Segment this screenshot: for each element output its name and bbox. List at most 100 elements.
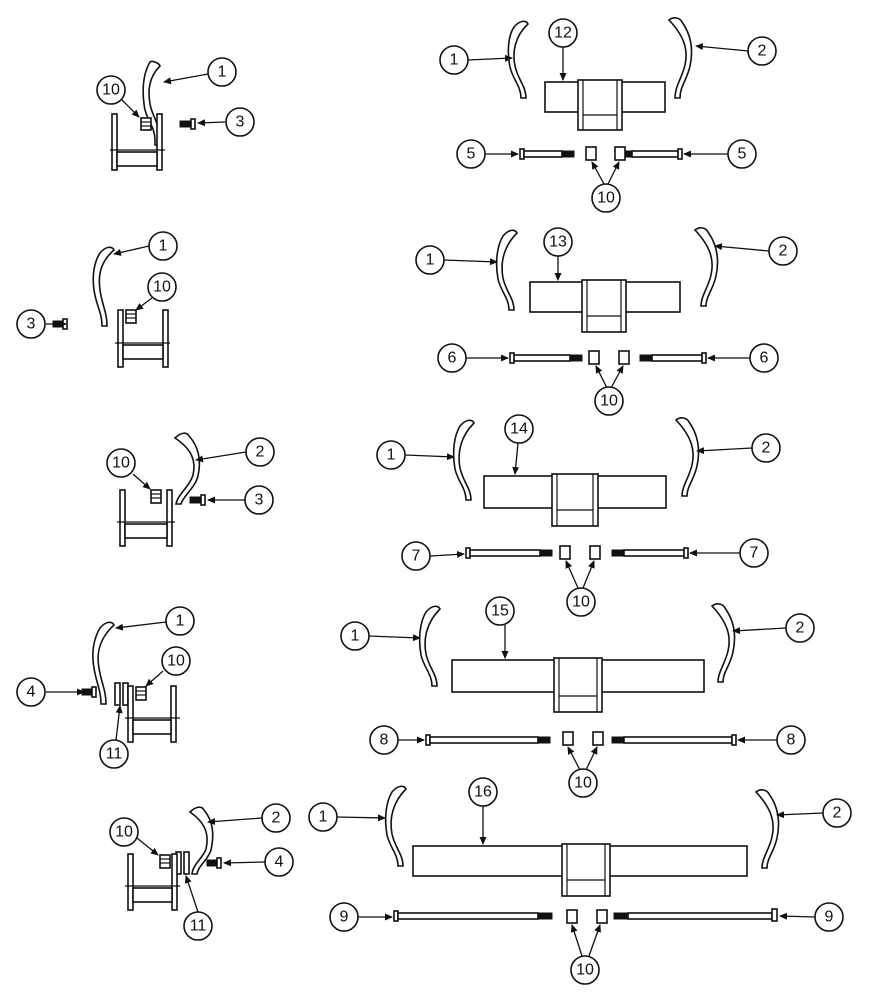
callout-8: 8	[776, 725, 806, 755]
svg-text:1: 1	[426, 252, 435, 269]
svg-text:4: 4	[275, 854, 284, 871]
callout-1: 1	[376, 440, 406, 470]
callout-6: 6	[749, 343, 779, 373]
assembly-left-3: 2 10 3	[106, 432, 275, 547]
callout-11: 11	[183, 911, 213, 941]
svg-text:14: 14	[510, 421, 528, 438]
shank-right	[754, 789, 780, 869]
svg-text:10: 10	[102, 82, 120, 99]
callout-2: 2	[751, 433, 781, 463]
callout-10: 10	[161, 646, 191, 676]
assembly-right-13: 1 13 2 6 6 10	[415, 227, 798, 416]
svg-text:4: 4	[27, 684, 36, 701]
shank-left	[495, 229, 518, 311]
svg-text:10: 10	[572, 594, 590, 611]
shank-left	[384, 785, 407, 867]
svg-text:2: 2	[758, 43, 767, 60]
bolt	[611, 547, 689, 559]
svg-text:10: 10	[115, 824, 133, 841]
shank-right	[173, 432, 201, 505]
bushing	[596, 909, 608, 924]
bushing	[150, 489, 162, 504]
svg-text:9: 9	[825, 909, 834, 926]
svg-text:1: 1	[319, 809, 328, 826]
svg-text:3: 3	[236, 114, 245, 131]
bolt	[613, 908, 778, 922]
callout-10: 10	[566, 587, 596, 617]
callout-10: 10	[96, 75, 126, 105]
svg-text:10: 10	[576, 962, 594, 979]
callout-3: 3	[16, 309, 46, 339]
bolt	[179, 118, 196, 130]
svg-text:2: 2	[256, 444, 265, 461]
svg-text:5: 5	[738, 146, 747, 163]
bushing	[559, 545, 571, 560]
svg-text:11: 11	[190, 918, 207, 935]
svg-text:10: 10	[153, 279, 171, 296]
toolbar-beam	[412, 843, 748, 897]
svg-text:1: 1	[159, 238, 168, 255]
callout-1: 1	[148, 231, 178, 261]
bolt	[611, 734, 737, 746]
callout-14: 14	[504, 414, 534, 444]
svg-text:16: 16	[474, 784, 492, 801]
clamp-bracket	[117, 489, 175, 547]
callout-11: 11	[99, 739, 129, 769]
svg-text:15: 15	[491, 603, 509, 620]
callout-12: 12	[548, 18, 578, 48]
svg-text:2: 2	[762, 440, 771, 457]
assembly-right-12: 1 12 2 5 5 10	[439, 17, 777, 213]
svg-text:13: 13	[549, 234, 567, 251]
callout-9: 9	[814, 902, 844, 932]
svg-text:6: 6	[760, 350, 769, 367]
bushing	[618, 350, 630, 365]
toolbar-beam	[451, 657, 705, 713]
clamp-bracket	[125, 685, 180, 743]
callout-10: 10	[109, 817, 139, 847]
assembly-left-2: 1 10 3	[16, 231, 178, 368]
bushing	[135, 686, 147, 701]
shank-left	[418, 605, 441, 687]
shank-right	[710, 603, 736, 683]
callout-3: 3	[225, 107, 255, 137]
callout-2: 2	[747, 36, 777, 66]
svg-text:2: 2	[779, 243, 788, 260]
assembly-left-4: 1 10 4 11	[16, 606, 195, 769]
svg-text:10: 10	[167, 653, 185, 670]
bolt	[81, 686, 97, 698]
bolt	[206, 857, 222, 869]
callout-5: 5	[456, 139, 486, 169]
shank-left	[92, 246, 115, 327]
callout-10: 10	[106, 448, 136, 478]
svg-text:1: 1	[176, 613, 185, 630]
svg-text:10: 10	[597, 190, 615, 207]
callout-5: 5	[727, 139, 757, 169]
clamp-bracket	[110, 113, 165, 171]
shank-left	[452, 419, 475, 501]
svg-text:10: 10	[112, 455, 130, 472]
svg-text:8: 8	[787, 732, 796, 749]
svg-text:7: 7	[750, 545, 759, 562]
callout-2: 2	[261, 803, 291, 833]
svg-text:12: 12	[554, 25, 572, 42]
bushing	[614, 146, 626, 161]
callout-7: 7	[739, 538, 769, 568]
toolbar-beam	[544, 79, 666, 131]
callout-2: 2	[245, 437, 275, 467]
bushing	[589, 545, 601, 560]
callout-1: 1	[439, 45, 469, 75]
svg-text:6: 6	[448, 350, 457, 367]
svg-text:1: 1	[218, 64, 227, 81]
callout-1: 1	[165, 606, 195, 636]
callout-10: 10	[594, 386, 624, 416]
svg-text:2: 2	[796, 620, 805, 637]
assembly-right-15: 1 15 2 8 8 10	[340, 596, 815, 798]
callout-13: 13	[543, 227, 573, 257]
callout-10: 10	[568, 768, 598, 798]
bushing	[566, 909, 578, 924]
spacer	[114, 682, 121, 706]
svg-text:2: 2	[272, 810, 281, 827]
assembly-left-5: 2 10 4 11	[109, 803, 294, 941]
bolt	[465, 547, 553, 559]
